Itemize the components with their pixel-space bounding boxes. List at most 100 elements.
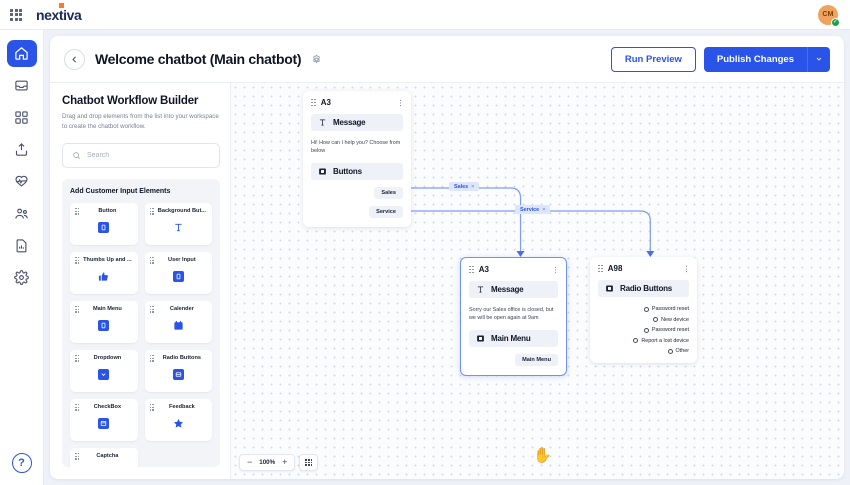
- workflow-node-a98-radio[interactable]: A98 ⋯ Radio Buttons Password reset New d…: [590, 257, 697, 363]
- zoom-controls: − 100% +: [239, 454, 319, 471]
- node-block-message[interactable]: Message: [469, 281, 558, 298]
- radio-option[interactable]: Password reset: [643, 327, 689, 333]
- header-actions: Run Preview Publish Changes: [610, 46, 830, 72]
- elements-panel: Chatbot Workflow Builder Drag and drop e…: [50, 83, 230, 479]
- drag-handle-icon[interactable]: [75, 354, 80, 362]
- element-label: Dropdown: [93, 355, 122, 362]
- publish-dropdown-button[interactable]: [807, 46, 830, 72]
- sidebar-item-upload[interactable]: [7, 136, 37, 163]
- node-block-main-menu[interactable]: Main Menu: [469, 329, 558, 347]
- node-block-message[interactable]: Message: [311, 114, 403, 131]
- node-choice-row: Sales: [311, 186, 403, 199]
- choice-sales[interactable]: Sales: [374, 186, 403, 199]
- element-card-captcha[interactable]: Captcha: [70, 447, 138, 467]
- edge-label-sales[interactable]: Sales ×: [449, 182, 480, 191]
- sidebar-item-reports[interactable]: [7, 232, 37, 259]
- node-message-text: Sorry our Sales office is closed, but we…: [469, 307, 554, 322]
- help-button[interactable]: ?: [11, 453, 32, 473]
- element-label: User Input: [168, 257, 196, 264]
- search-icon: [73, 152, 80, 159]
- calendar-icon: [173, 320, 184, 331]
- apps-grid-icon[interactable]: [10, 8, 22, 21]
- sidebar-item-home[interactable]: [6, 40, 37, 67]
- workflow-settings-button[interactable]: [311, 53, 322, 65]
- drag-handle-icon[interactable]: [75, 452, 80, 460]
- page-card: Welcome chatbot (Main chatbot) Run Previ…: [50, 36, 844, 479]
- element-card-calendar[interactable]: Calender: [144, 300, 212, 343]
- radio-label: Report a lost device: [641, 337, 689, 344]
- element-card-thumbs-up[interactable]: Thumbs Up and ...: [70, 251, 138, 294]
- node-id: A3: [320, 98, 332, 107]
- element-card-radio-buttons[interactable]: Radio Buttons: [144, 349, 212, 392]
- drag-handle-icon[interactable]: [149, 256, 154, 264]
- back-button[interactable]: [64, 48, 85, 70]
- element-label: Main Menu: [92, 306, 122, 313]
- close-icon[interactable]: ×: [542, 206, 546, 213]
- element-card-background-button[interactable]: Background But...: [144, 202, 212, 245]
- zoom-out-button[interactable]: −: [247, 457, 253, 467]
- drag-handle-icon[interactable]: [75, 403, 80, 411]
- drag-handle-icon[interactable]: [311, 98, 316, 107]
- workflow-canvas[interactable]: A3 ⋯ Message Hi! How can I help you? Cho…: [230, 83, 844, 479]
- search-box[interactable]: [62, 142, 220, 168]
- radio-option[interactable]: Other: [667, 348, 689, 354]
- choice-main-menu[interactable]: Main Menu: [515, 353, 558, 366]
- node-block-radio-buttons[interactable]: Radio Buttons: [598, 280, 689, 297]
- node-message-text: Hi! How can I help you? Choose from belo…: [311, 140, 401, 155]
- drag-handle-icon[interactable]: [75, 256, 80, 264]
- text-icon: [476, 285, 485, 294]
- heart-pulse-icon: [15, 175, 28, 187]
- zoom-in-button[interactable]: +: [282, 457, 288, 467]
- node-menu-icon[interactable]: ⋯: [551, 265, 560, 274]
- element-card-button[interactable]: Button: [70, 202, 138, 245]
- zoom-fit-button[interactable]: [299, 454, 319, 471]
- drag-handle-icon[interactable]: [75, 305, 80, 313]
- radio-option[interactable]: New device: [653, 317, 689, 323]
- sidebar-item-pulse[interactable]: [7, 168, 37, 195]
- element-card-checkbox[interactable]: CheckBox: [70, 398, 138, 441]
- avatar[interactable]: CM ✓: [818, 4, 840, 27]
- drag-handle-icon[interactable]: [149, 403, 154, 411]
- drag-handle-icon[interactable]: [149, 354, 154, 362]
- sidebar-item-settings[interactable]: [7, 264, 37, 291]
- radio-options-list: Password reset New device Password reset…: [598, 306, 689, 354]
- search-input[interactable]: [87, 151, 210, 159]
- element-label: Button: [98, 208, 117, 215]
- node-id: A3: [478, 265, 490, 274]
- element-card-dropdown[interactable]: Dropdown: [70, 349, 138, 392]
- node-menu-icon[interactable]: ⋯: [396, 98, 405, 107]
- drag-handle-icon[interactable]: [149, 305, 154, 313]
- drag-handle-icon[interactable]: [598, 264, 603, 273]
- body-split: Chatbot Workflow Builder Drag and drop e…: [50, 83, 844, 479]
- menu-icon: [98, 319, 110, 331]
- element-card-feedback[interactable]: Feedback: [144, 398, 212, 441]
- element-label: Feedback: [168, 404, 195, 411]
- drag-handle-icon[interactable]: [469, 265, 474, 274]
- run-preview-button[interactable]: Run Preview: [610, 46, 696, 72]
- sidebar-item-contacts[interactable]: [7, 200, 37, 227]
- radio-option[interactable]: Report a lost device: [633, 338, 689, 344]
- radio-option[interactable]: Password reset: [643, 306, 689, 312]
- choice-service[interactable]: Service: [369, 205, 403, 218]
- element-card-main-menu[interactable]: Main Menu: [70, 300, 138, 343]
- workflow-node-a3-sales-closed[interactable]: A3 ⋯ Message Sorry our Sales office is c…: [460, 257, 567, 376]
- element-card-user-input[interactable]: User Input: [144, 251, 212, 294]
- sidebar-item-inbox[interactable]: [7, 72, 37, 99]
- radio-label: New device: [661, 316, 689, 323]
- publish-changes-button[interactable]: Publish Changes: [703, 46, 807, 72]
- brand-logo[interactable]: nextiva: [36, 2, 82, 23]
- sidebar-item-apps[interactable]: [7, 104, 37, 131]
- drag-handle-icon[interactable]: [75, 207, 80, 215]
- workflow-node-a3-welcome[interactable]: A3 ⋯ Message Hi! How can I help you? Cho…: [303, 91, 411, 227]
- radio-dot-icon: [633, 338, 639, 343]
- edge-label-service[interactable]: Service ×: [515, 205, 551, 214]
- drag-handle-icon[interactable]: [149, 207, 154, 215]
- brand-name: nextiva: [36, 6, 82, 23]
- close-icon[interactable]: ×: [471, 183, 475, 190]
- node-menu-icon[interactable]: ⋯: [682, 264, 691, 273]
- report-file-icon: [16, 239, 27, 253]
- radio-dot-icon: [653, 317, 659, 322]
- block-label: Buttons: [333, 166, 362, 176]
- menu-block-icon: [476, 334, 485, 343]
- node-block-buttons[interactable]: Buttons: [311, 162, 403, 180]
